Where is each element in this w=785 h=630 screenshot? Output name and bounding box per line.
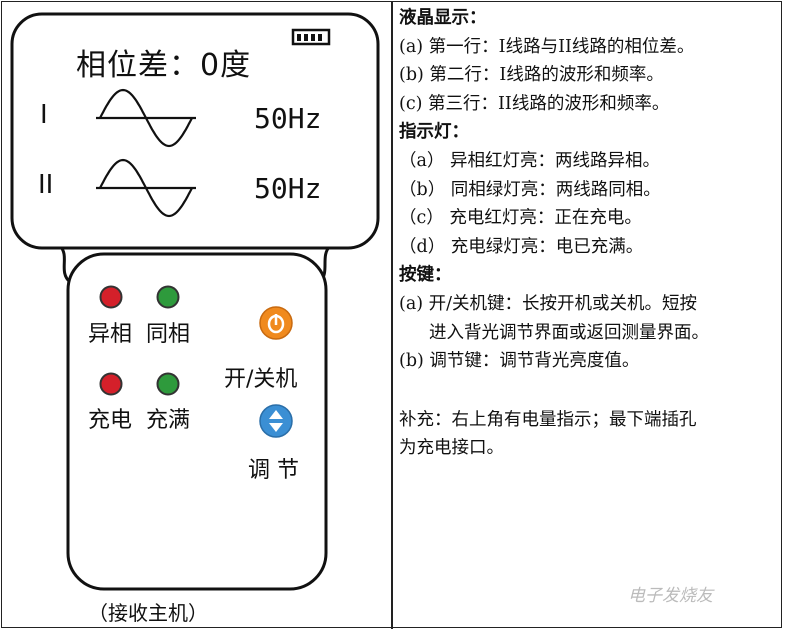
battery-icon <box>291 28 331 46</box>
waveform-line2 <box>96 158 196 218</box>
led-item-b: （b） 同相绿灯亮：两线路同相。 <box>399 179 661 200</box>
waveform-line1 <box>96 88 196 148</box>
led-item-d: （d） 充电绿灯亮：电已充满。 <box>399 236 644 257</box>
note-line1: 补充：右上角有电量指示；最下端插孔 <box>399 409 697 430</box>
led-label-out-of-phase: 异相 <box>88 322 133 347</box>
line2-label: II <box>38 170 54 200</box>
led-item-c: （c） 充电红灯亮：正在充电。 <box>399 208 642 229</box>
led-item-a: （a） 异相红灯亮：两线路异相。 <box>399 150 660 171</box>
led-green-in-phase <box>156 285 180 309</box>
figure-caption: （接收主机） <box>88 601 208 625</box>
lcd-item-c: (c) 第三行：II线路的波形和频率。 <box>399 93 670 114</box>
lcd-phase-readout: 相位差：0度 <box>76 48 252 83</box>
key-item-b: (b) 调节键：调节背光亮度值。 <box>399 351 640 372</box>
line1-label: I <box>40 100 48 130</box>
key-item-a-line1: (a) 开/关机键：长按开机或关机。短按 <box>399 293 698 314</box>
lcd-item-a: (a) 第一行：I线路与II线路的相位差。 <box>399 36 695 57</box>
key-section-heading: 按键： <box>399 265 452 286</box>
adjust-button-icon <box>259 404 293 438</box>
line1-frequency: 50Hz <box>254 102 322 135</box>
led-green-charged <box>156 372 180 396</box>
adjust-key-label: 调 节 <box>248 458 299 483</box>
device-illustration <box>10 12 380 591</box>
led-label-charged: 充满 <box>146 408 191 433</box>
key-item-a-line2: 进入背光调节界面或返回测量界面。 <box>429 322 709 343</box>
column-divider <box>391 1 393 629</box>
led-section-heading: 指示灯： <box>399 122 469 143</box>
line2-frequency: 50Hz <box>254 172 322 205</box>
led-label-charging: 充电 <box>88 408 133 433</box>
lcd-section-heading: 液晶显示： <box>399 8 487 28</box>
power-key-label: 开/关机 <box>224 367 298 392</box>
keypad-body <box>66 252 328 591</box>
note-line2: 为充电接口。 <box>399 438 504 459</box>
led-red-out-of-phase <box>99 285 123 309</box>
lcd-item-b: (b) 第二行：I线路的波形和频率。 <box>399 65 664 86</box>
lcd-screen <box>10 12 380 250</box>
spacer <box>399 376 781 406</box>
led-red-charging <box>99 372 123 396</box>
power-button-icon <box>259 306 293 340</box>
watermark: 电子发烧友 <box>628 586 713 606</box>
description-panel: 液晶显示： (a) 第一行：I线路与II线路的相位差。 (b) 第二行：I线路的… <box>399 4 781 463</box>
led-label-in-phase: 同相 <box>146 322 191 347</box>
